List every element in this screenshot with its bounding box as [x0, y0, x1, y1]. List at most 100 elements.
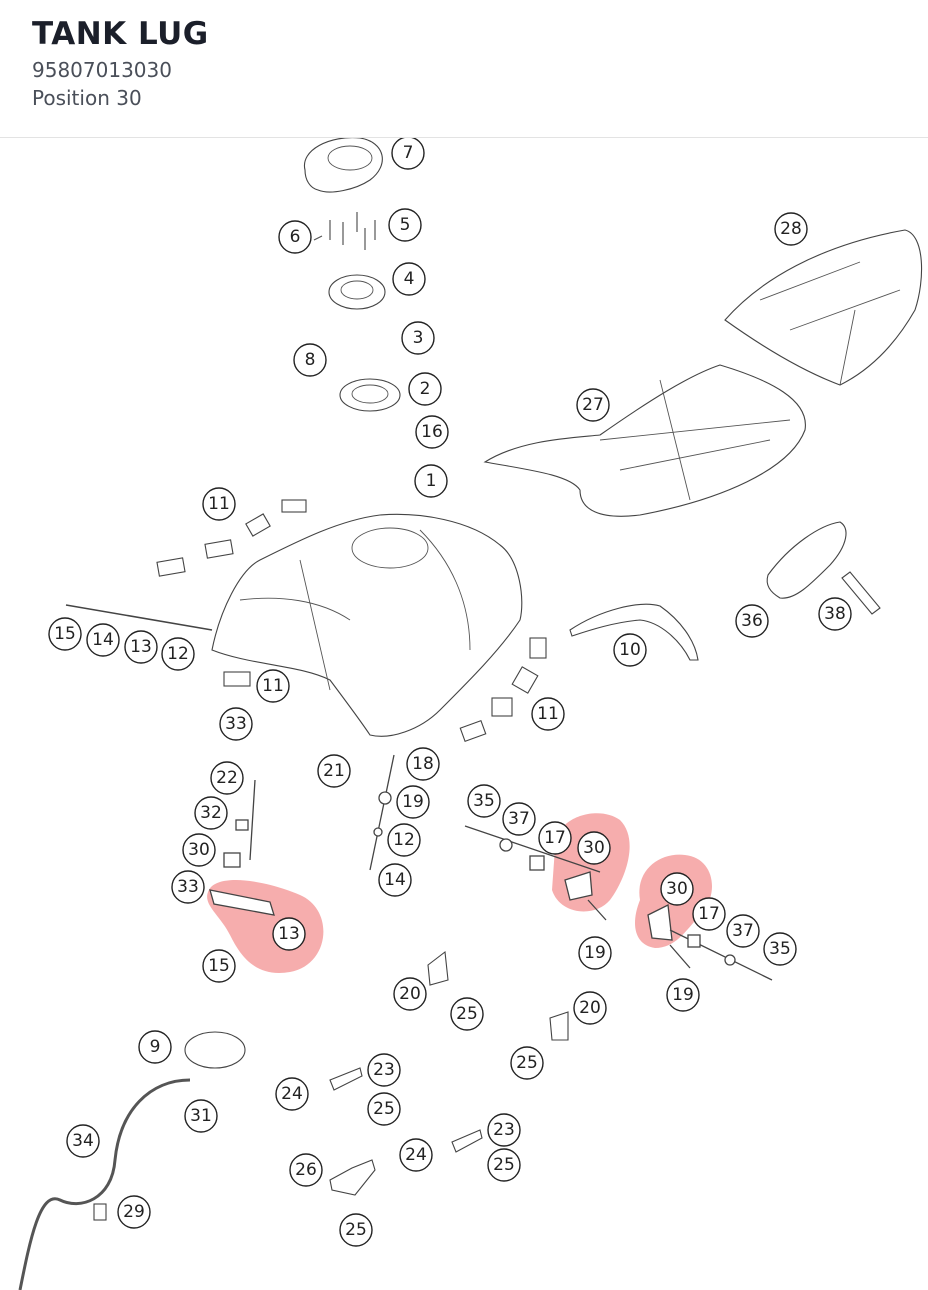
callout-number: 25 [456, 1004, 478, 1024]
callout-13[interactable]: 13 [272, 917, 306, 951]
callout-3[interactable]: 3 [401, 321, 435, 355]
callout-number: 10 [619, 640, 641, 660]
callout-number: 19 [584, 943, 606, 963]
callout-20[interactable]: 20 [573, 991, 607, 1025]
callout-number: 25 [493, 1155, 515, 1175]
callout-number: 3 [413, 328, 424, 348]
callout-circle [138, 1030, 172, 1064]
callout-31[interactable]: 31 [184, 1099, 218, 1133]
callout-23[interactable]: 23 [367, 1053, 401, 1087]
callout-26[interactable]: 26 [289, 1153, 323, 1187]
callout-12[interactable]: 12 [161, 637, 195, 671]
callout-12[interactable]: 12 [387, 823, 421, 857]
callout-16[interactable]: 16 [415, 415, 449, 449]
callout-10[interactable]: 10 [613, 633, 647, 667]
callout-24[interactable]: 24 [399, 1138, 433, 1172]
callout-29[interactable]: 29 [117, 1195, 151, 1229]
callout-number: 26 [295, 1160, 317, 1180]
callout-5[interactable]: 5 [388, 208, 422, 242]
callout-17[interactable]: 17 [692, 897, 726, 931]
callout-number: 11 [208, 494, 230, 514]
callout-circle [86, 623, 120, 657]
callout-number: 7 [403, 143, 414, 163]
callout-1[interactable]: 1 [414, 464, 448, 498]
callout-35[interactable]: 35 [467, 784, 501, 818]
callout-15[interactable]: 15 [48, 617, 82, 651]
callout-34[interactable]: 34 [66, 1124, 100, 1158]
callout-circle [275, 1077, 309, 1111]
callout-circle [219, 707, 253, 741]
callout-circle [399, 1138, 433, 1172]
callout-circle [289, 1153, 323, 1187]
callout-number: 35 [473, 791, 495, 811]
callout-4[interactable]: 4 [392, 262, 426, 296]
callout-19[interactable]: 19 [396, 785, 430, 819]
callout-17[interactable]: 17 [538, 821, 572, 855]
callout-number: 32 [200, 803, 222, 823]
callout-33[interactable]: 33 [219, 707, 253, 741]
filler-flange-inner [351, 384, 389, 404]
callout-6[interactable]: 6 [278, 220, 312, 254]
callout-circle [256, 669, 290, 703]
callout-2[interactable]: 2 [408, 372, 442, 406]
callout-21[interactable]: 21 [317, 754, 351, 788]
callout-number: 28 [780, 219, 802, 239]
callout-24[interactable]: 24 [275, 1077, 309, 1111]
callout-15[interactable]: 15 [202, 949, 236, 983]
callout-number: 25 [345, 1220, 367, 1240]
callout-18[interactable]: 18 [406, 747, 440, 781]
callout-number: 13 [130, 637, 152, 657]
callout-30[interactable]: 30 [182, 833, 216, 867]
bracket-20-right [549, 1011, 569, 1041]
callout-14[interactable]: 14 [86, 623, 120, 657]
callout-23[interactable]: 23 [487, 1113, 521, 1147]
callout-circle [408, 372, 442, 406]
callout-number: 12 [167, 644, 189, 664]
callout-37[interactable]: 37 [726, 914, 760, 948]
callout-11[interactable]: 11 [256, 669, 290, 703]
callout-30[interactable]: 30 [577, 831, 611, 865]
fuel-cap-ring-part [303, 138, 383, 193]
rear-seat-part [724, 229, 923, 386]
callout-circle [202, 949, 236, 983]
callout-35[interactable]: 35 [763, 932, 797, 966]
callout-25[interactable]: 25 [510, 1046, 544, 1080]
callout-14[interactable]: 14 [378, 863, 412, 897]
callout-13[interactable]: 13 [124, 630, 158, 664]
callout-20[interactable]: 20 [393, 977, 427, 1011]
callout-19[interactable]: 19 [578, 936, 612, 970]
callout-circle [735, 604, 769, 638]
callout-33[interactable]: 33 [171, 870, 205, 904]
callout-36[interactable]: 36 [735, 604, 769, 638]
screws-cluster [313, 212, 376, 250]
center-mount-stack [369, 754, 395, 871]
callout-circle [124, 630, 158, 664]
callout-number: 17 [544, 828, 566, 848]
callout-19[interactable]: 19 [666, 978, 700, 1012]
callout-circle [161, 637, 195, 671]
callout-circle [367, 1092, 401, 1126]
callout-32[interactable]: 32 [194, 796, 228, 830]
callout-25[interactable]: 25 [487, 1148, 521, 1182]
callout-9[interactable]: 9 [138, 1030, 172, 1064]
callout-11[interactable]: 11 [531, 697, 565, 731]
callout-7[interactable]: 7 [391, 138, 425, 170]
callout-circle [467, 784, 501, 818]
callout-25[interactable]: 25 [367, 1092, 401, 1126]
callout-30[interactable]: 30 [660, 872, 694, 906]
callout-circle [117, 1195, 151, 1229]
callout-circle [293, 343, 327, 377]
callout-25[interactable]: 25 [450, 997, 484, 1031]
callout-37[interactable]: 37 [502, 802, 536, 836]
callout-28[interactable]: 28 [774, 212, 808, 246]
callout-38[interactable]: 38 [818, 597, 852, 631]
callout-27[interactable]: 27 [576, 388, 610, 422]
callout-number: 18 [412, 754, 434, 774]
callout-number: 24 [281, 1084, 303, 1104]
callout-22[interactable]: 22 [210, 761, 244, 795]
callout-25[interactable]: 25 [339, 1213, 373, 1247]
callout-11[interactable]: 11 [202, 487, 236, 521]
callout-8[interactable]: 8 [293, 343, 327, 377]
